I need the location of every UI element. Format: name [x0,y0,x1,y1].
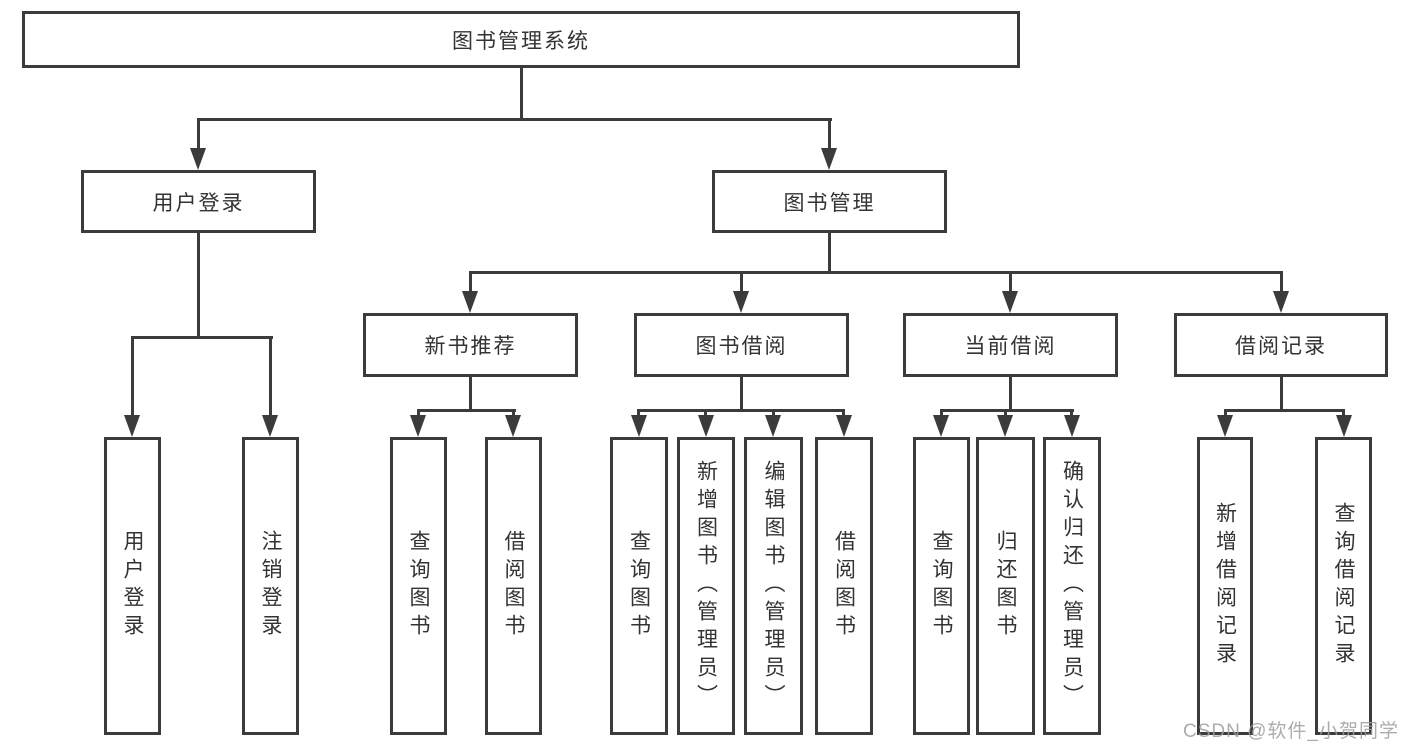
node-borrowing-records: 借阅记录 [1174,313,1388,377]
arrow-down-icon [765,415,781,437]
node-book-management: 图书管理 [712,170,947,233]
arrow-down-icon [698,415,714,437]
leaf-add-borrow-record: 新增借阅记录 [1197,437,1253,735]
connector-line [469,271,1283,274]
arrow-down-icon [631,415,647,437]
connector-line [828,118,831,150]
connector-line [269,336,272,417]
connector-line [637,409,845,412]
connector-line [131,336,134,417]
arrow-down-icon [190,148,206,170]
connector-line [1070,409,1073,419]
leaf-return-books: 归还图书 [976,437,1035,735]
connector-line [417,409,516,412]
connector-line [704,409,707,419]
leaf-add-books-admin: 新增图书（管理员） [677,437,735,735]
leaf-borrow-books-recommend: 借阅图书 [485,437,542,735]
connector-line [637,409,640,419]
connector-line [1280,377,1283,412]
connector-line [512,409,515,419]
connector-line [1224,409,1227,419]
connector-line [940,409,1074,412]
connector-line [469,271,472,293]
connector-line [1280,271,1283,293]
node-current-borrowing: 当前借阅 [903,313,1118,377]
arrow-down-icon [997,415,1013,437]
connector-line [772,409,775,419]
node-library-management-system: 图书管理系统 [22,11,1020,68]
arrow-down-icon [836,415,852,437]
connector-line [197,118,200,150]
arrow-down-icon [410,415,426,437]
connector-line [842,409,845,419]
arrow-down-icon [1002,291,1018,313]
arrow-down-icon [1217,415,1233,437]
connector-line [1009,271,1012,293]
connector-line [1009,377,1012,412]
connector-line [940,409,943,419]
arrow-down-icon [733,291,749,313]
connector-line [197,233,200,339]
arrow-down-icon [505,415,521,437]
leaf-borrow-books: 借阅图书 [815,437,873,735]
arrow-down-icon [1273,291,1289,313]
node-book-borrowing: 图书借阅 [634,313,849,377]
connector-line [197,118,832,121]
leaf-edit-books-admin: 编辑图书（管理员） [744,437,803,735]
connector-line [1224,409,1345,412]
arrow-down-icon [262,415,278,437]
connector-line [417,409,420,419]
leaf-logout: 注销登录 [242,437,299,735]
arrow-down-icon [462,291,478,313]
connector-line [520,68,523,121]
leaf-query-books-current: 查询图书 [913,437,970,735]
arrow-down-icon [1336,415,1352,437]
arrow-down-icon [124,415,140,437]
leaf-query-books-recommend: 查询图书 [390,437,447,735]
leaf-user-login: 用户登录 [104,437,161,735]
connector-line [469,377,472,412]
leaf-query-books-borrowing: 查询图书 [610,437,668,735]
csdn-watermark: CSDN @软件_小贺同学 [1183,721,1399,742]
connector-line [828,233,831,274]
node-user-login: 用户登录 [81,170,316,233]
connector-line [740,271,743,293]
connector-line [1004,409,1007,419]
leaf-confirm-return-admin: 确认归还（管理员） [1043,437,1101,735]
arrow-down-icon [821,148,837,170]
leaf-query-borrow-record: 查询借阅记录 [1315,437,1372,735]
arrow-down-icon [933,415,949,437]
connector-line [1342,409,1345,419]
arrow-down-icon [1064,415,1080,437]
connector-line [740,377,743,412]
connector-line [131,336,273,339]
node-new-book-recommend: 新书推荐 [363,313,578,377]
